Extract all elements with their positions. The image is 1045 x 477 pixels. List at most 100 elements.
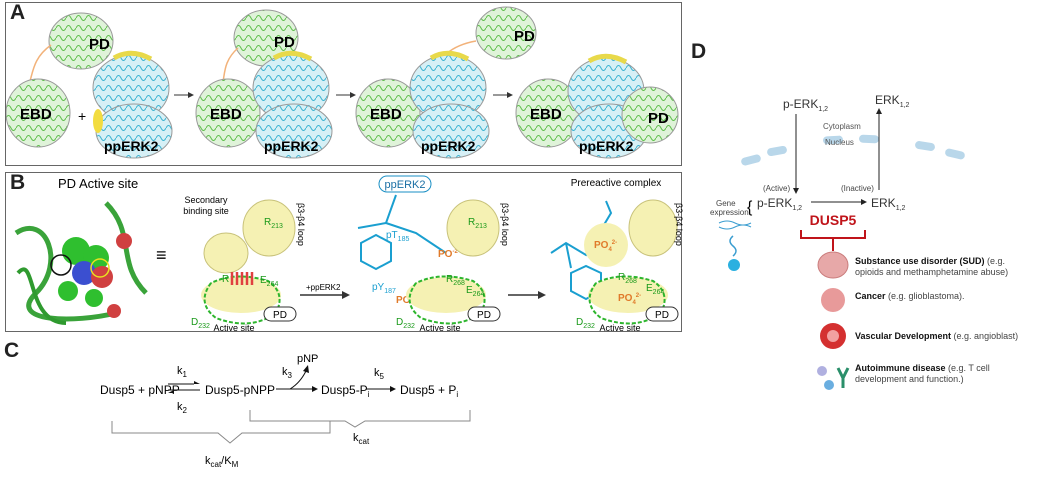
svg-text:(Inactive): (Inactive) (841, 184, 874, 193)
svg-text:pY187: pY187 (372, 282, 396, 295)
pd-active-site-structure (12, 195, 152, 329)
svg-text:EBD: EBD (530, 106, 562, 123)
apo-pd-diagram: Secondary binding site β3-β4 loop R213 R… (183, 195, 306, 333)
svg-text:Substance use disorder (SUD) (: Substance use disorder (SUD) (e.g. (855, 256, 1005, 266)
tumor-icon (821, 288, 845, 312)
svg-text:Dusp5-Pi: Dusp5-Pi (321, 383, 370, 399)
svg-text:Autoimmune disease (e.g. T cel: Autoimmune disease (e.g. T cell (855, 363, 990, 373)
svg-text:PD: PD (648, 110, 669, 127)
svg-text:D232: D232 (396, 317, 415, 330)
antibody-icon (836, 367, 850, 388)
pd-label: PD (89, 36, 110, 53)
svg-text:kcat/KM: kcat/KM (205, 455, 239, 469)
svg-text:PD: PD (273, 310, 287, 321)
dusp5-pathway: p-ERK1,2 ERK1,2 Cytoplasm Nucleus (Activ… (710, 93, 1018, 390)
svg-text:PD: PD (477, 310, 491, 321)
svg-text:(Active): (Active) (763, 184, 790, 193)
svg-text:Vascular Development (e.g. ang: Vascular Development (e.g. angioblast) (855, 331, 1018, 341)
svg-text:development and function.): development and function.) (855, 374, 964, 384)
svg-text:p-ERK1,2: p-ERK1,2 (757, 196, 802, 212)
svg-text:PO42-: PO42- (618, 293, 641, 306)
plus-sign: + (78, 108, 86, 124)
svg-text:kcat: kcat (353, 432, 370, 446)
arrow-prereactive (508, 291, 546, 299)
svg-text:{: { (747, 199, 753, 216)
stage-1: PD EBD + ppERK2 (5, 12, 173, 159)
panel-a: A PD EBD + ppERK2 (5, 1, 682, 166)
svg-text:β3-β4 loop: β3-β4 loop (500, 203, 510, 246)
svg-text:EBD: EBD (210, 106, 242, 123)
prereactive-complex-diagram: Prereactive complex PO42- β3-β4 loop PO4… (550, 178, 684, 333)
kinetic-scheme: Dusp5 + pNPP k1 k2 Dusp5-pNPP pNP k3 Dus… (100, 353, 471, 469)
pperk2-label: ppERK2 (104, 138, 159, 154)
svg-text:ppERK2: ppERK2 (579, 138, 634, 154)
svg-text:PD: PD (514, 28, 535, 45)
svg-text:PD: PD (655, 310, 669, 321)
svg-text:k1: k1 (177, 365, 188, 379)
panel-b: B PD Active site ≡ Secondary binding sit… (5, 171, 684, 333)
svg-text:R213: R213 (468, 217, 487, 230)
ebd-label: EBD (20, 106, 52, 123)
svg-text:+ppERK2: +ppERK2 (306, 283, 341, 292)
pperk2-pd-diagram: ppERK2 pT185 pY187 PO-2 PO-2 β3-β4 loop … (357, 175, 510, 333)
svg-text:Active site: Active site (419, 323, 460, 333)
svg-text:R268: R268 (446, 274, 465, 287)
panel-d-label: D (691, 40, 707, 63)
stage-3: PD EBD ppERK2 (355, 6, 537, 159)
svg-text:E264: E264 (260, 275, 278, 288)
svg-text:Active site: Active site (599, 323, 640, 333)
svg-text:k5: k5 (374, 367, 385, 381)
pd-active-site-title: PD Active site (58, 176, 138, 191)
svg-text:D232: D232 (576, 317, 595, 330)
panel-c-label: C (4, 339, 20, 362)
panel-b-illustration: PD Active site ≡ Secondary binding site … (12, 175, 684, 333)
svg-text:Nucleus: Nucleus (825, 138, 854, 147)
svg-text:β3-β4 loop: β3-β4 loop (296, 203, 306, 246)
immune-cell-icon (817, 366, 827, 376)
panel-a-illustration: PD EBD + ppERK2 PD EBD ppERK2 (5, 6, 679, 159)
panel-b-label: B (10, 171, 26, 194)
svg-text:opioids and methamphetamine ab: opioids and methamphetamine abuse) (855, 267, 1008, 277)
dusp5-pnpp: Dusp5 + pNPP (100, 383, 180, 397)
svg-text:Secondary: Secondary (184, 195, 228, 205)
brain-icon (817, 251, 849, 279)
svg-text:PD: PD (274, 34, 295, 51)
pnp-product: pNP (297, 353, 318, 365)
svg-text:Active site: Active site (213, 323, 254, 333)
svg-text:Gene: Gene (716, 199, 736, 208)
panel-c: C Dusp5 + pNPP k1 k2 Dusp5-pNPP pNP k3 D… (0, 335, 682, 472)
svg-text:pT185: pT185 (386, 230, 409, 243)
stage-4: EBD ppERK2 PD (515, 53, 679, 159)
svg-text:Prereactive complex: Prereactive complex (571, 178, 662, 189)
svg-text:EBD: EBD (370, 106, 402, 123)
svg-text:β3-β4 loop: β3-β4 loop (674, 203, 683, 246)
stage-2: PD EBD ppERK2 (195, 9, 333, 159)
svg-text:k2: k2 (177, 401, 188, 415)
svg-text:ppERK2: ppERK2 (421, 138, 476, 154)
panel-a-label: A (10, 1, 26, 24)
svg-text:ppERK2: ppERK2 (385, 179, 426, 191)
svg-text:D232: D232 (191, 317, 210, 330)
svg-text:R268: R268 (618, 272, 637, 285)
svg-text:expression: expression (710, 208, 749, 217)
svg-text:ERK1,2: ERK1,2 (875, 93, 910, 109)
svg-text:k3: k3 (282, 366, 293, 380)
svg-text:E264: E264 (466, 285, 484, 298)
panel-d: D p-ERK1,2 ERK1,2 Cytoplasm Nucleus (Act… (683, 0, 1045, 472)
svg-text:ppERK2: ppERK2 (264, 138, 319, 154)
svg-text:R213: R213 (264, 217, 283, 230)
svg-text:E264: E264 (646, 283, 664, 296)
svg-text:Cancer (e.g. glioblastoma).: Cancer (e.g. glioblastoma). (855, 291, 965, 301)
dusp5-pnpp-complex: Dusp5-pNPP (205, 383, 275, 397)
svg-text:≡: ≡ (156, 245, 167, 265)
svg-text:PO-2: PO-2 (438, 249, 458, 260)
svg-text:PO42-: PO42- (594, 240, 617, 253)
svg-text:binding site: binding site (183, 206, 229, 216)
svg-text:R: R (222, 274, 229, 285)
nuclear-membrane (741, 134, 965, 166)
svg-text:ERK1,2: ERK1,2 (871, 196, 906, 212)
svg-text:p-ERK1,2: p-ERK1,2 (783, 97, 828, 113)
svg-text:Cytoplasm: Cytoplasm (823, 122, 861, 131)
dusp5-label: DUSP5 (810, 212, 857, 228)
arrow-pperk2-binding: +ppERK2 (300, 283, 350, 299)
